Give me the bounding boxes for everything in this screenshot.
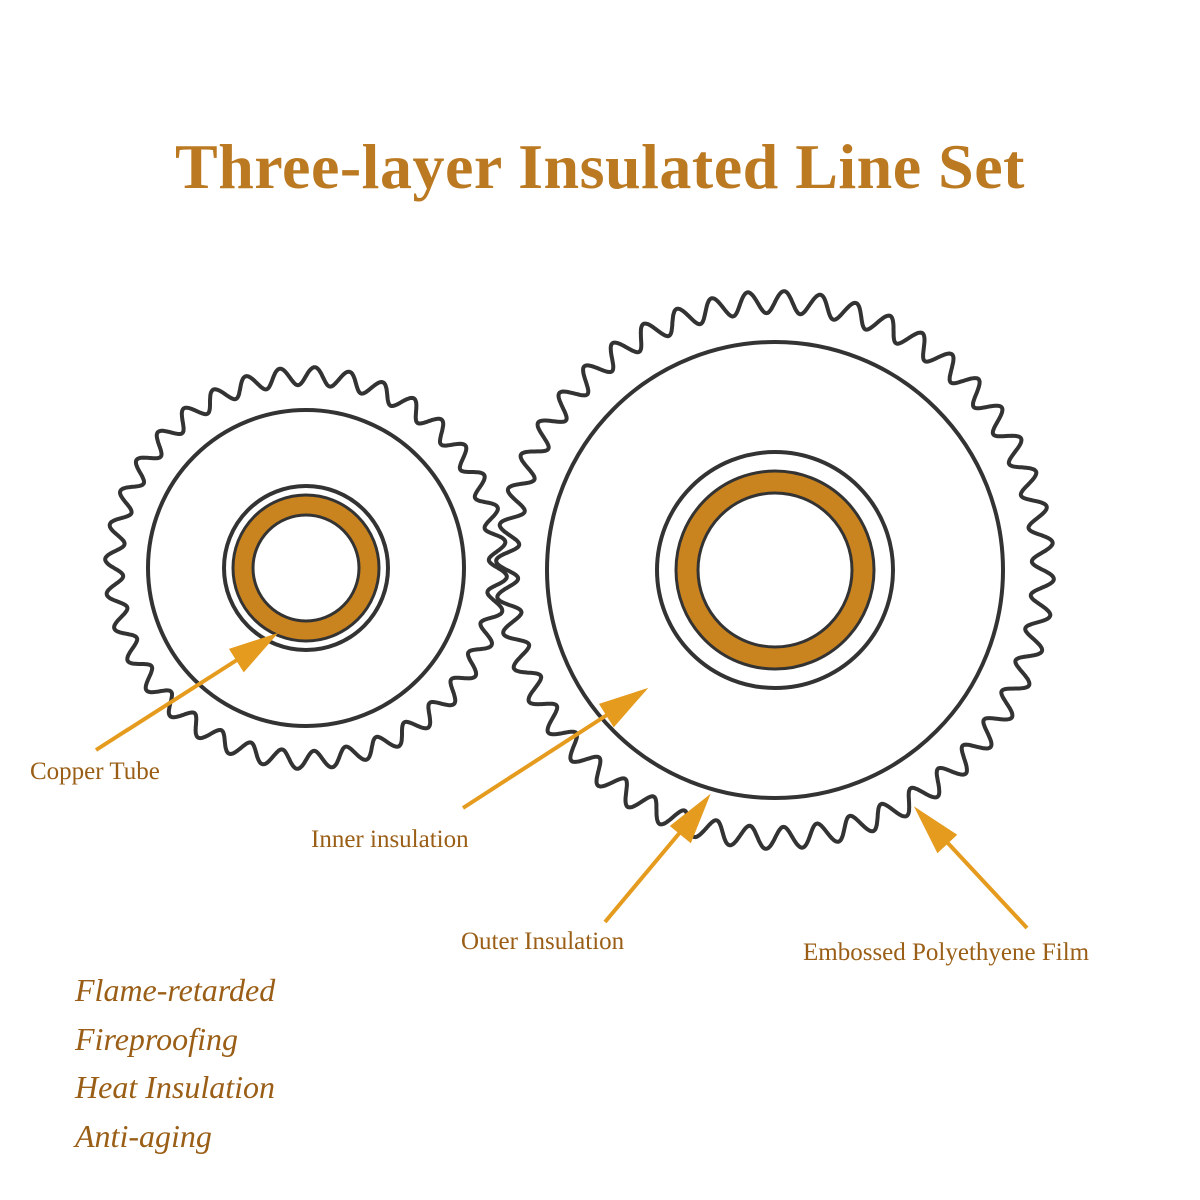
outer-insulation-arrow — [603, 793, 711, 924]
diagram-title: Three-layer Insulated Line Set — [175, 131, 1025, 202]
inner-insulation-label: Inner insulation — [311, 826, 469, 853]
small-line-set — [103, 365, 509, 771]
large-outer-insulation-ring — [545, 340, 1005, 800]
inner-insulation-arrow — [461, 687, 649, 810]
copper-tube-label: Copper Tube — [30, 758, 160, 785]
large-embossed-film — [494, 289, 1056, 851]
embossed-film-arrow — [913, 806, 1029, 930]
small-outer-insulation-ring — [146, 408, 466, 728]
large-copper-tube-fill — [677, 472, 873, 668]
feature-item: Fireproofing — [75, 1020, 238, 1057]
copper-tube-arrow — [94, 632, 279, 752]
embossed-film-label: Embossed Polyethyene Film — [803, 939, 1090, 966]
small-inner-insulation-ring — [222, 484, 390, 652]
large-inner-insulation-ring — [655, 450, 895, 690]
outer-insulation-label: Outer Insulation — [461, 928, 625, 955]
large-line-set — [494, 289, 1056, 851]
feature-item: Heat Insulation — [75, 1069, 275, 1105]
feature-item: Anti-aging — [75, 1117, 212, 1154]
feature-list: Flame-retarded Fireproofing Heat Insulat… — [75, 966, 275, 1160]
small-embossed-film — [103, 365, 509, 771]
small-copper-tube-fill — [234, 496, 378, 640]
feature-item: Flame-retarded — [75, 972, 276, 1008]
